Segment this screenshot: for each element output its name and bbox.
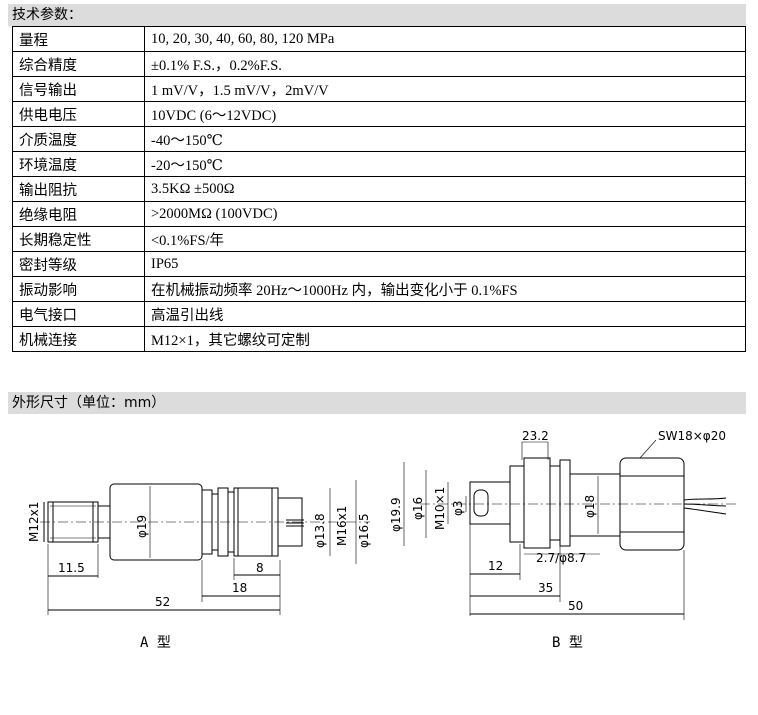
- a-outer-dia-label: φ16.5: [357, 513, 371, 548]
- spec-value: 在机械振动频率 20Hz～1000Hz 内，输出变化小于 0.1%FS: [144, 276, 746, 302]
- a-thread-label: M12x1: [27, 502, 41, 542]
- b-d3-label: φ3: [451, 500, 465, 516]
- spec-row: 环境温度-20～150℃: [12, 151, 746, 177]
- spec-value: 3.5KΩ ±500Ω: [144, 176, 746, 202]
- spec-value: IP65: [144, 251, 746, 277]
- a-len-8-label: 8: [256, 561, 264, 575]
- spec-key: 机械连接: [12, 326, 145, 352]
- spec-value: M12×1，其它螺纹可定制: [144, 326, 746, 352]
- spec-section-title: 技术参数：: [8, 4, 746, 26]
- spec-key: 综合精度: [12, 51, 145, 77]
- spec-value: <0.1%FS/年: [144, 226, 746, 252]
- a-thread2-label: M16x1: [335, 506, 349, 546]
- b-len50-label: 50: [568, 599, 583, 613]
- b-d199-label: φ19.9: [389, 497, 403, 532]
- a-len-thread-label: 11.5: [58, 561, 85, 575]
- spec-row: 电气接口高温引出线: [12, 301, 746, 327]
- spec-row: 绝缘电阻>2000MΩ (100VDC): [12, 201, 746, 227]
- spec-value: 10VDC (6～12VDC): [144, 101, 746, 127]
- drawing-a-caption: A 型: [140, 635, 171, 651]
- b-groove-label: 2.7/φ8.7: [536, 551, 586, 565]
- spec-row: 介质温度-40～150℃: [12, 126, 746, 152]
- b-m10-label: M10×1: [433, 487, 447, 530]
- spec-row: 综合精度±0.1% F.S.，0.2%F.S.: [12, 51, 746, 77]
- spec-value: 1 mV/V，1.5 mV/V，2mV/V: [144, 76, 746, 102]
- a-inner-dia-label: φ13.8: [313, 513, 327, 548]
- drawing-b: [403, 439, 736, 620]
- spec-row: 振动影响在机械振动频率 20Hz～1000Hz 内，输出变化小于 0.1%FS: [12, 276, 746, 302]
- spec-value: -20～150℃: [144, 151, 746, 177]
- spec-key: 绝缘电阻: [12, 201, 145, 227]
- spec-value: ±0.1% F.S.，0.2%F.S.: [144, 51, 746, 77]
- spec-key: 密封等级: [12, 251, 145, 277]
- dimension-drawing: M12x1 φ19 φ13.8 M16x1 φ16.5 11.5 52 18 8…: [27, 429, 736, 620]
- a-body-dia-label: φ19: [135, 515, 149, 538]
- b-len35-label: 35: [538, 581, 553, 595]
- spec-value: >2000MΩ (100VDC): [144, 201, 746, 227]
- a-len-18-label: 18: [232, 581, 247, 595]
- spec-key: 介质温度: [12, 126, 145, 152]
- b-len12-label: 12: [488, 559, 503, 573]
- b-top-label: 23.2: [522, 429, 549, 443]
- spec-value: 高温引出线: [144, 301, 746, 327]
- spec-key: 信号输出: [12, 76, 145, 102]
- spec-key: 量程: [12, 26, 145, 52]
- drawing-a: [40, 480, 370, 615]
- spec-row: 长期稳定性<0.1%FS/年: [12, 226, 746, 252]
- spec-key: 长期稳定性: [12, 226, 145, 252]
- spec-key: 电气接口: [12, 301, 145, 327]
- spec-key: 环境温度: [12, 151, 145, 177]
- b-hex-label: SW18×φ20: [658, 429, 726, 443]
- spec-key: 供电电压: [12, 101, 145, 127]
- drawing-b-caption: B 型: [552, 635, 583, 651]
- spec-key: 输出阻抗: [12, 176, 145, 202]
- spec-value: 10, 20, 30, 40, 60, 80, 120 MPa: [144, 26, 746, 52]
- b-d18-label: φ18: [583, 495, 597, 518]
- a-len-total-label: 52: [155, 595, 170, 609]
- spec-key: 振动影响: [12, 276, 145, 302]
- b-d16-label: φ16: [411, 497, 425, 520]
- spec-value: -40～150℃: [144, 126, 746, 152]
- dimension-section-title: 外形尺寸（单位：mm）: [8, 392, 746, 414]
